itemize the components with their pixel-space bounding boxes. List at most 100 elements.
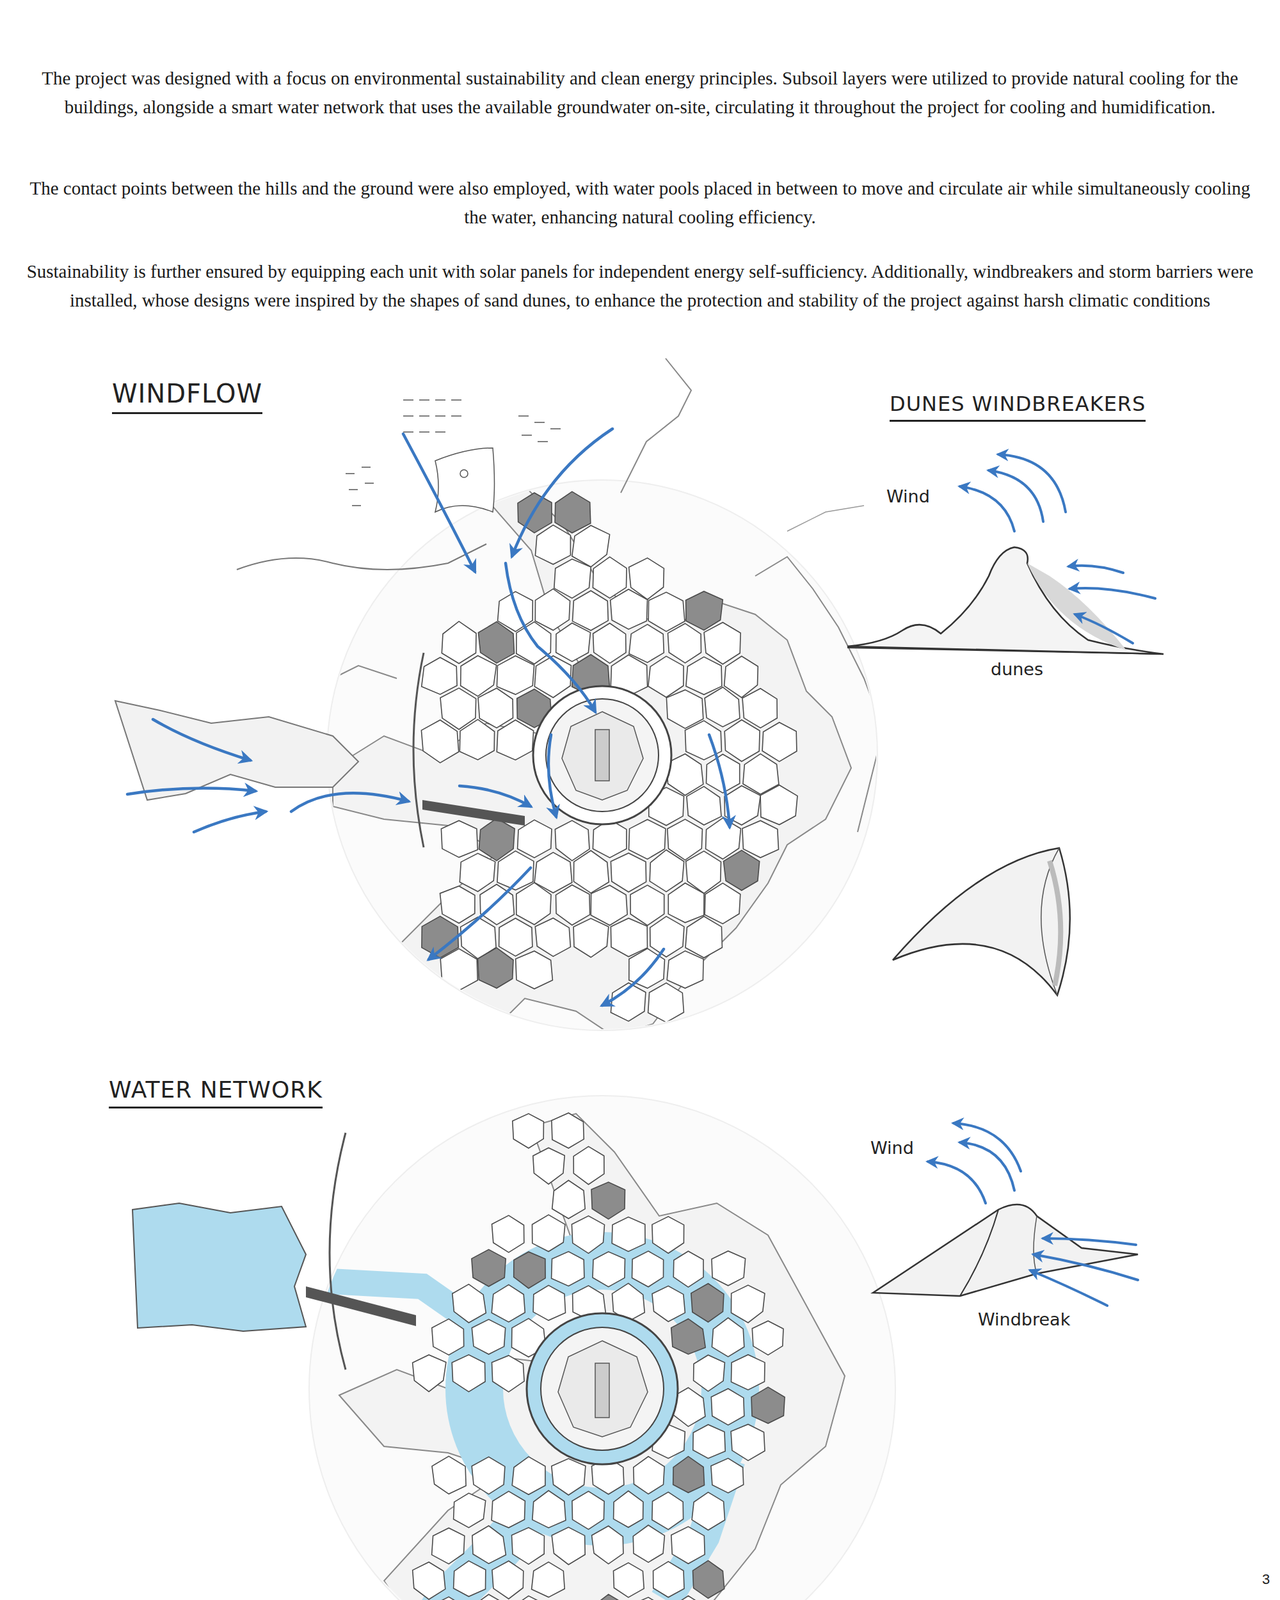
solar-arrays [345, 400, 561, 512]
housing-cell [460, 656, 497, 697]
section-title: WATER NETWORK [108, 1076, 323, 1109]
housing-cell [491, 1284, 525, 1322]
housing-cell [556, 623, 591, 662]
housing-cell [610, 853, 646, 893]
windbreak-ridge [960, 1209, 999, 1296]
housing-cell [478, 621, 514, 664]
housing-cell [532, 1214, 566, 1252]
housing-cell [730, 1424, 765, 1462]
housing-cell [412, 1354, 447, 1392]
housing-cell [473, 1594, 506, 1600]
housing-cell [592, 556, 627, 599]
wind-arrow [291, 792, 409, 812]
housing-cell [517, 819, 552, 858]
housing-cell [459, 719, 495, 760]
housing-cell [673, 1456, 705, 1494]
wind-arrow [960, 1142, 1015, 1191]
housing-cell [421, 657, 457, 695]
housing-cell [554, 491, 591, 534]
site-disc [309, 1095, 896, 1600]
wind-arrow [459, 785, 531, 807]
gate-arc [329, 1132, 346, 1370]
valley-outline [115, 700, 359, 800]
wind-arrows [960, 454, 1156, 644]
wind-arrow [602, 949, 664, 1006]
housing-cell [592, 1251, 626, 1288]
housing-cell [752, 1320, 784, 1355]
housing-cell [672, 1596, 706, 1600]
ground-line [847, 647, 1164, 655]
wind-arrow [1043, 1238, 1136, 1245]
housing-cell [593, 623, 626, 664]
water-channel [409, 1491, 551, 1600]
housing-cell [686, 786, 722, 825]
wind-arrow [1068, 565, 1124, 573]
housing-cell [552, 1180, 586, 1219]
housing-cell [517, 492, 552, 534]
housing-cell [535, 918, 571, 957]
housing-cell [513, 1251, 546, 1289]
housing-cell [491, 1491, 525, 1528]
wind-arrows [928, 1123, 1138, 1306]
sketch-label: dunes [990, 659, 1044, 680]
central-ring [533, 686, 672, 825]
wind-arrow [960, 486, 1015, 532]
reservoir [132, 1203, 306, 1332]
wind-arrow [709, 734, 730, 827]
wind-arrow [953, 1123, 1021, 1172]
housing-cell [691, 1283, 724, 1323]
hill-outline [332, 448, 852, 1037]
solar-canopy [435, 448, 495, 512]
housing-cell [673, 1251, 704, 1288]
housing-cell [668, 623, 702, 664]
housing-cell [432, 1596, 466, 1600]
housing-cell [492, 1560, 524, 1599]
central-ring [545, 698, 659, 812]
housing-cell [633, 1456, 665, 1495]
housing-cell [632, 1251, 664, 1288]
housing-cell [711, 1251, 746, 1286]
stair [595, 729, 610, 781]
housing-cell [630, 885, 665, 926]
ridge-line [332, 665, 397, 679]
body-paragraph: Sustainability is further ensured by equ… [25, 257, 1255, 315]
housing-cell [512, 1113, 544, 1149]
housing-cells [412, 1112, 786, 1600]
housing-cell [512, 1527, 545, 1565]
wind-arrows [127, 428, 730, 1006]
windflow-plan [115, 358, 884, 1037]
housing-cell [441, 621, 477, 664]
shell-shading [1049, 860, 1061, 986]
housing-cell [649, 849, 684, 892]
housing-cell [478, 688, 514, 728]
panel-row [518, 416, 561, 442]
housing-cell [652, 1216, 685, 1254]
label-holder: WINDFLOW [112, 378, 263, 415]
sketch-label: Wind [886, 486, 930, 507]
wind-arrow [988, 470, 1044, 522]
housing-cell [704, 622, 741, 665]
housing-cell [533, 1148, 565, 1185]
wind-arrow [928, 1161, 986, 1204]
housing-cell [533, 1285, 566, 1321]
housing-cell [551, 1458, 586, 1496]
housing-cell [591, 1182, 626, 1220]
housing-cell [711, 1317, 744, 1357]
housing-cell [459, 853, 495, 892]
housing-cell [693, 1424, 726, 1459]
housing-cell [686, 591, 724, 631]
housing-cell [531, 1562, 566, 1598]
housing-cell [632, 1525, 665, 1563]
housing-cell [711, 1458, 744, 1494]
housing-cell [592, 1594, 626, 1600]
housing-cells [421, 491, 798, 1023]
housing-cell [478, 947, 514, 989]
page-number: 3 [1262, 1571, 1270, 1588]
housing-cell [512, 1456, 546, 1495]
shell-shape [892, 848, 1071, 996]
housing-cell [650, 916, 685, 957]
housing-cell [671, 1319, 706, 1355]
housing-cell [535, 588, 570, 631]
housing-cell [472, 1525, 507, 1564]
panel-row [345, 467, 374, 506]
